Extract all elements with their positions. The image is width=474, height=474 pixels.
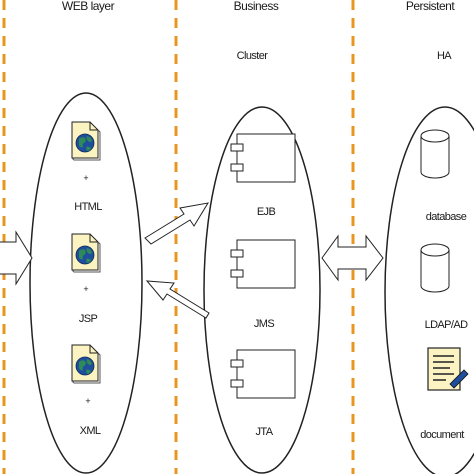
business-cluster-ellipse	[203, 106, 321, 474]
web-item-label: HTML	[74, 201, 102, 213]
business-item-label: EJB	[257, 206, 276, 218]
web-layer-title: WEB layer	[62, 0, 115, 13]
web-to-business-arrow	[144, 202, 210, 245]
business-to-web-arrow	[145, 280, 210, 319]
persistent-title: Persistent	[406, 0, 456, 13]
business-persistent-double-arrow	[321, 234, 384, 282]
component-icon	[230, 239, 296, 289]
persistent-item-label: database	[426, 211, 467, 223]
database-cylinder-icon	[420, 129, 450, 179]
web-layer-ellipse	[29, 92, 143, 474]
business-item-label: JMS	[254, 318, 274, 330]
business-subtitle: Cluster	[237, 50, 269, 62]
connector-plus-icon: +	[83, 284, 88, 294]
document-pen-icon	[427, 347, 469, 391]
component-icon	[230, 133, 296, 183]
persistent-ha-ellipse	[384, 106, 474, 474]
web-item-label: XML	[80, 425, 101, 437]
web-document-icon	[71, 121, 101, 161]
connector-plus-icon: +	[83, 173, 88, 183]
business-item-label: JTA	[256, 426, 274, 438]
web-item-label: JSP	[79, 313, 98, 325]
business-title: Business	[234, 0, 279, 13]
web-document-icon	[71, 233, 101, 273]
persistent-item-label: document	[420, 429, 464, 441]
connector-plus-icon: +	[85, 396, 90, 406]
persistent-subtitle: HA	[437, 50, 452, 62]
persistent-item-label: LDAP/AD	[425, 319, 469, 331]
web-document-icon	[71, 344, 101, 384]
component-icon	[230, 349, 296, 399]
incoming-arrow	[0, 230, 33, 286]
database-cylinder-icon	[420, 243, 450, 293]
